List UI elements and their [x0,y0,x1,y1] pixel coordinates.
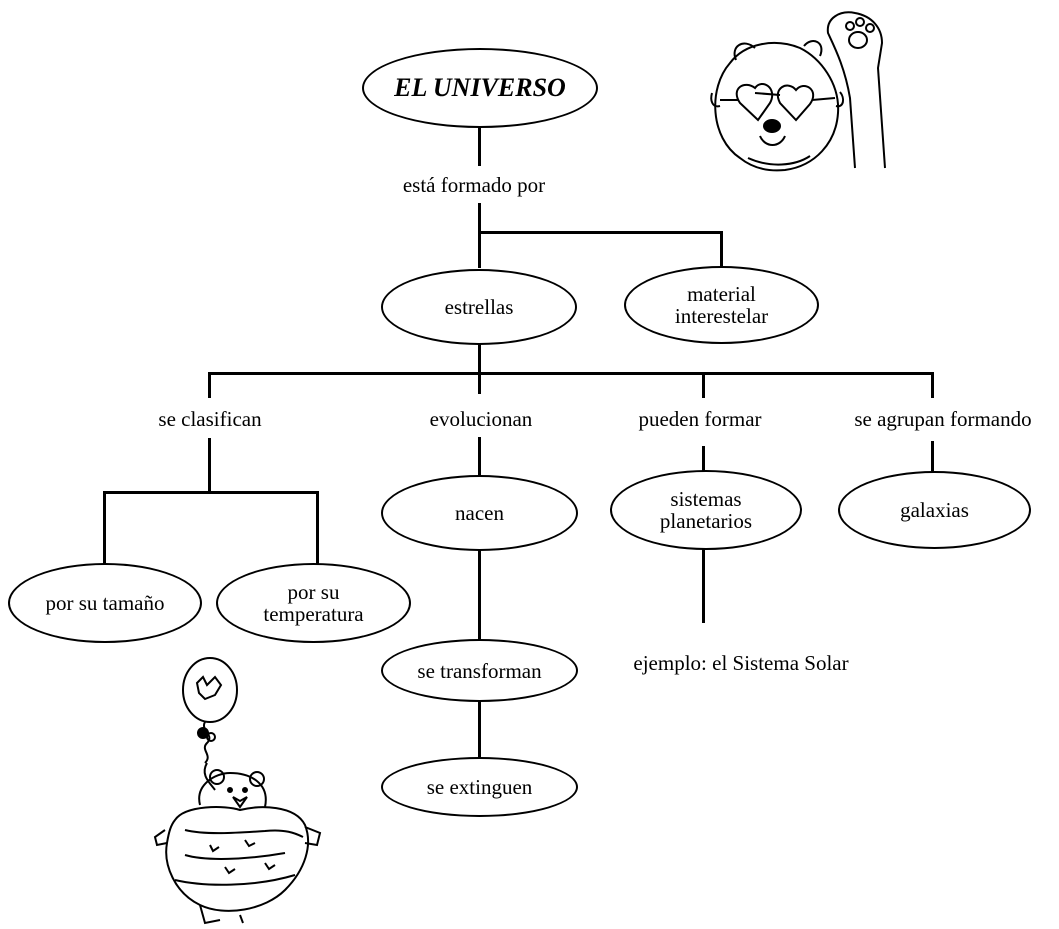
connector-line [208,372,934,375]
node-el-universo: EL UNIVERSO [362,48,598,128]
node-sistemas-planetarios: sistemas planetarios [610,470,802,550]
connector-line [702,372,705,398]
connector-line [208,372,211,398]
node-sistemas-line2: planetarios [659,509,753,533]
connector-line [478,126,481,166]
link-pueden-formar: pueden formar [638,407,762,431]
node-tamano-label: por su tamaño [45,591,165,615]
node-se-transforman: se transforman [381,639,578,702]
node-por-su-tamano: por su tamaño [8,563,202,643]
node-el-universo-label: EL UNIVERSO [394,73,566,102]
node-se-extinguen-label: se extinguen [426,775,533,799]
connector-line [702,549,705,623]
link-se-agrupan-formando: se agrupan formando [854,407,1032,431]
node-estrellas: estrellas [381,269,577,345]
connector-line [103,491,319,494]
connector-line [478,549,481,641]
connector-line [316,491,319,564]
connector-line [478,203,481,268]
node-nacen-label: nacen [455,501,504,525]
link-se-clasifican: se clasifican [158,407,262,431]
node-material-interestelar: material interestelar [624,266,819,344]
node-material-line1: material [687,282,756,306]
node-sistemas-line1: sistemas [670,487,742,511]
connector-line [931,441,934,473]
node-temp-line2: temperatura [263,602,364,626]
node-se-transforman-label: se transforman [417,658,542,683]
node-estrellas-label: estrellas [444,295,514,319]
node-nacen: nacen [381,475,578,551]
connector-line [478,437,481,477]
node-material-line2: interestelar [674,304,769,328]
connector-line [478,231,723,234]
bear-with-balloon-illustration [153,657,322,925]
node-galaxias: galaxias [838,471,1031,549]
connector-line [208,438,211,493]
connector-line [931,372,934,398]
bear-with-heart-glasses-illustration [710,11,886,172]
node-temp-line1: por su [287,580,340,604]
node-por-su-temperatura: por su temperatura [216,563,411,643]
label-ejemplo-sistema-solar: ejemplo: el Sistema Solar [633,651,849,675]
link-evolucionan: evolucionan [429,407,533,431]
connector-line [720,231,723,268]
connector-line [478,344,481,394]
node-galaxias-label: galaxias [900,498,969,522]
node-se-extinguen: se extinguen [381,757,578,817]
link-esta-formado-por: está formado por [402,173,546,197]
connector-line [103,491,106,564]
connector-line [702,446,705,471]
connector-line [478,700,481,760]
